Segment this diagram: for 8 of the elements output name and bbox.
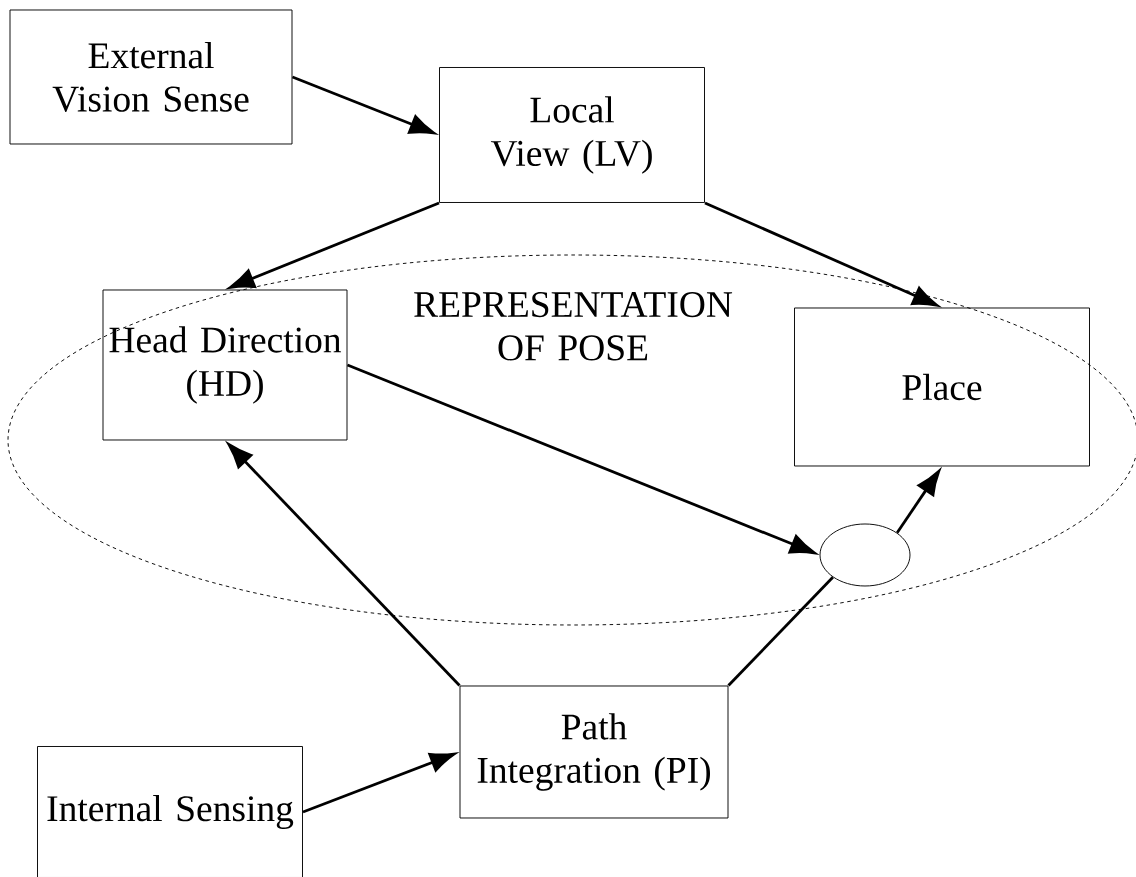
arrow <box>227 443 461 687</box>
process-box: Path Integration (PI) <box>459 685 729 819</box>
junction-ellipse <box>819 523 911 587</box>
process-box: Head Direction (HD) <box>102 289 348 441</box>
process-box: External Vision Sense <box>9 9 293 145</box>
process-box: Place <box>794 307 1090 467</box>
process-box: Internal Sensing <box>37 746 303 877</box>
process-box: Local View (LV) <box>439 67 705 203</box>
